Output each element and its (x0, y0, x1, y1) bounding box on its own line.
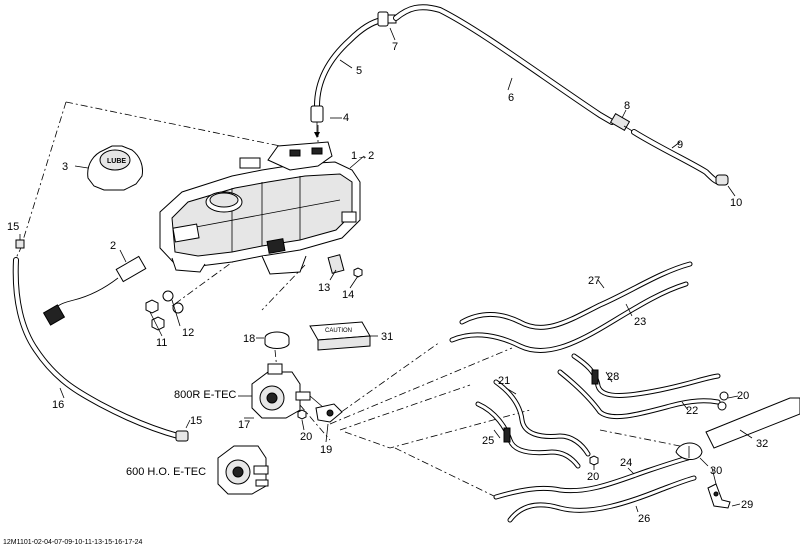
callout-3: 3 (62, 161, 68, 173)
assembly-lines (13, 101, 691, 498)
callout-15-top: 15 (7, 221, 19, 233)
vent-hose-5 (314, 17, 385, 109)
hose-21 (493, 379, 591, 457)
hose-27 (459, 261, 693, 330)
callout-31: 31 (381, 331, 393, 343)
callout-28: 28 (607, 371, 619, 383)
callout-5: 5 (356, 65, 362, 77)
variant-labels: 800R E-TEC 600 H.O. E-TEC (126, 389, 236, 478)
callout-2: 2 (110, 240, 116, 252)
callout-24: 24 (620, 457, 632, 469)
callout-11: 11 (156, 337, 167, 349)
hose-25 (475, 401, 581, 469)
decal-text: CAUTION (325, 328, 352, 334)
connector-8 (609, 112, 635, 133)
supply-hose-16 (12, 257, 181, 439)
bolt-11 (145, 299, 165, 331)
variant-800r-label: 800R E-TEC (174, 389, 236, 401)
fitting-4 (310, 105, 324, 138)
strainer-18 (264, 331, 290, 349)
hose-23 (449, 281, 689, 353)
fitting-19 (315, 403, 343, 423)
callout-20-pump: 20 (300, 431, 312, 443)
document-id: 12M1101-02-04-07-09-10-11-13-15-16-17-24 (3, 539, 143, 546)
fitting-7 (377, 11, 397, 27)
callout-10: 10 (730, 197, 742, 209)
level-sensor-2 (42, 255, 147, 326)
callout-9: 9 (677, 139, 683, 151)
decal-31: CAUTION (309, 321, 371, 351)
callout-13: 13 (318, 282, 330, 294)
callout-32: 32 (756, 438, 768, 450)
cap-text: LUBE (107, 158, 126, 165)
callout-21: 21 (498, 375, 510, 387)
clamp-15-bottom (175, 430, 189, 442)
oil-tank (159, 141, 361, 275)
nut-20-pump (297, 409, 307, 420)
callout-labels: 1→2 2 3 4 5 6 7 8 9 10 11 12 13 14 15 15… (7, 41, 768, 525)
callout-29: 29 (741, 499, 753, 511)
filler-cap-3: LUBE (87, 145, 143, 191)
callout-18: 18 (243, 333, 255, 345)
hose-22 (557, 369, 721, 420)
vent-hose-6 (393, 4, 615, 125)
callout-6: 6 (508, 92, 514, 104)
callout-14: 14 (342, 289, 354, 301)
callout-19: 19 (320, 444, 332, 456)
variant-600ho-label: 600 H.O. E-TEC (126, 466, 206, 478)
clip-30 (675, 442, 703, 460)
check-valve-10 (715, 174, 729, 186)
callout-23: 23 (634, 316, 646, 328)
leader-lines (19, 27, 753, 513)
clamp-20-lower (589, 455, 599, 466)
bracket-13 (327, 254, 345, 274)
callout-4: 4 (343, 112, 349, 124)
callout-8: 8 (624, 100, 630, 112)
hose-26 (507, 475, 697, 523)
oil-pump-600 (217, 445, 269, 495)
clamp-20-right (717, 391, 729, 411)
hose-28 (571, 353, 721, 398)
callout-25: 25 (482, 435, 494, 447)
callout-30: 30 (710, 465, 722, 477)
callout-16: 16 (52, 399, 64, 411)
oil-pump-17 (251, 363, 325, 419)
callout-22: 22 (686, 405, 698, 417)
callout-20-right: 20 (737, 390, 749, 402)
callout-15-bottom: 15 (190, 415, 202, 427)
bolt-14 (353, 267, 363, 278)
callout-12: 12 (182, 327, 194, 339)
heat-shield-32 (705, 397, 800, 449)
clamp-15-left (15, 239, 25, 249)
bracket-29 (707, 467, 731, 509)
callout-20-lower: 20 (587, 471, 599, 483)
callout-26: 26 (638, 513, 650, 525)
callout-27: 27 (588, 275, 600, 287)
callout-7: 7 (392, 41, 398, 53)
callout-1-to-2: 1→2 (351, 150, 374, 162)
callout-17: 17 (238, 419, 250, 431)
hose-24 (493, 455, 691, 500)
